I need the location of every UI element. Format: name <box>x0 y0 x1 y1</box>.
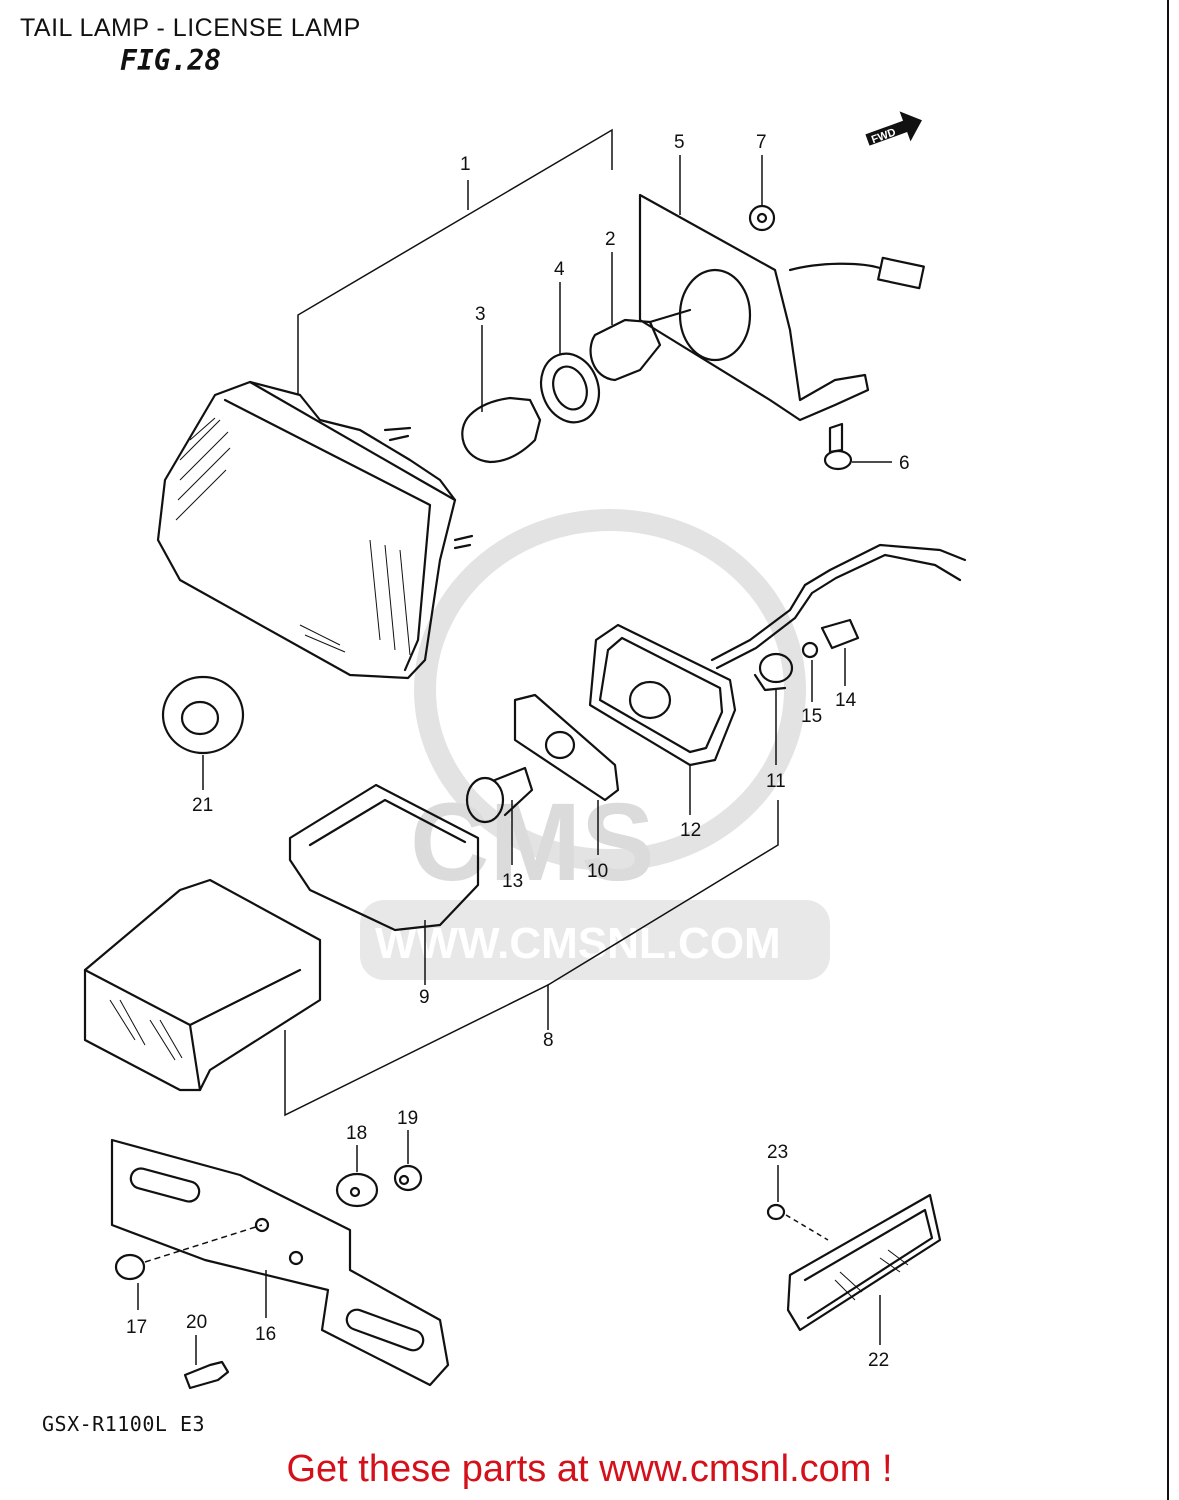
lens-9 <box>288 783 480 985</box>
washer-18 <box>335 1145 379 1208</box>
callout-11: 11 <box>766 771 786 792</box>
collar-14 <box>820 618 860 686</box>
callout-10: 10 <box>587 861 608 882</box>
grommet-21 <box>161 675 245 790</box>
license-bracket-16 <box>110 1138 450 1387</box>
fwd-label: FWD <box>870 126 898 146</box>
callout-2: 2 <box>605 229 616 250</box>
callout-20: 20 <box>186 1312 207 1333</box>
callout-9: 9 <box>419 987 430 1008</box>
callout-7: 7 <box>756 132 767 153</box>
callout-15: 15 <box>801 706 822 727</box>
socket-2 <box>589 252 692 382</box>
washer-15 <box>801 641 819 702</box>
license-lamp-case-8 <box>83 800 779 1117</box>
bracket-5 <box>638 155 925 422</box>
watermark-text: WWW.CMSNL.COM <box>375 919 781 968</box>
callout-1: 1 <box>460 154 471 175</box>
assembly-1-frame <box>297 128 613 395</box>
pin-20 <box>183 1335 230 1390</box>
callout-16: 16 <box>255 1324 276 1345</box>
callout-23: 23 <box>767 1142 788 1163</box>
nut-23 <box>766 1165 829 1241</box>
parts-link-banner[interactable]: Get these parts at www.cmsnl.com ! <box>286 1448 893 1490</box>
diagram-title: TAIL LAMP - LICENSE LAMP <box>20 14 361 42</box>
callout-22: 22 <box>868 1350 889 1371</box>
callout-6: 6 <box>899 453 910 474</box>
washer-4 <box>539 282 601 424</box>
tail-lamp-lens <box>156 380 474 680</box>
bulb-13 <box>465 766 534 865</box>
gasket-10 <box>513 693 620 855</box>
nut-7 <box>748 155 776 232</box>
rubber-11 <box>753 652 794 765</box>
callout-labels: 1 2 3 4 5 6 7 8 9 10 11 12 13 14 15 16 1… <box>126 132 910 1371</box>
license-lamp-wiring <box>710 543 967 670</box>
callout-8: 8 <box>543 1030 554 1051</box>
callout-3: 3 <box>475 304 486 325</box>
reflector-22 <box>786 1193 942 1345</box>
callout-13: 13 <box>502 871 523 892</box>
bulb-3 <box>461 325 542 464</box>
callout-4: 4 <box>554 259 565 280</box>
screw-6 <box>823 422 892 471</box>
lamp-housing-12 <box>588 623 737 815</box>
callout-18: 18 <box>346 1123 367 1144</box>
callout-14: 14 <box>835 690 857 711</box>
callout-21: 21 <box>192 795 213 816</box>
callout-12: 12 <box>680 820 701 841</box>
fwd-arrow-icon: FWD <box>865 111 922 146</box>
watermark: WWW.CMSNL.COM CMS <box>360 509 830 980</box>
watermark-logo: CMS <box>410 781 654 904</box>
callout-19: 19 <box>397 1108 418 1129</box>
screw-17 <box>114 1224 263 1310</box>
figure-number: FIG.28 <box>120 44 222 77</box>
nut-19 <box>393 1130 423 1192</box>
callout-5: 5 <box>674 132 685 153</box>
model-code: GSX-R1100L E3 <box>42 1412 206 1436</box>
callout-17: 17 <box>126 1317 147 1338</box>
